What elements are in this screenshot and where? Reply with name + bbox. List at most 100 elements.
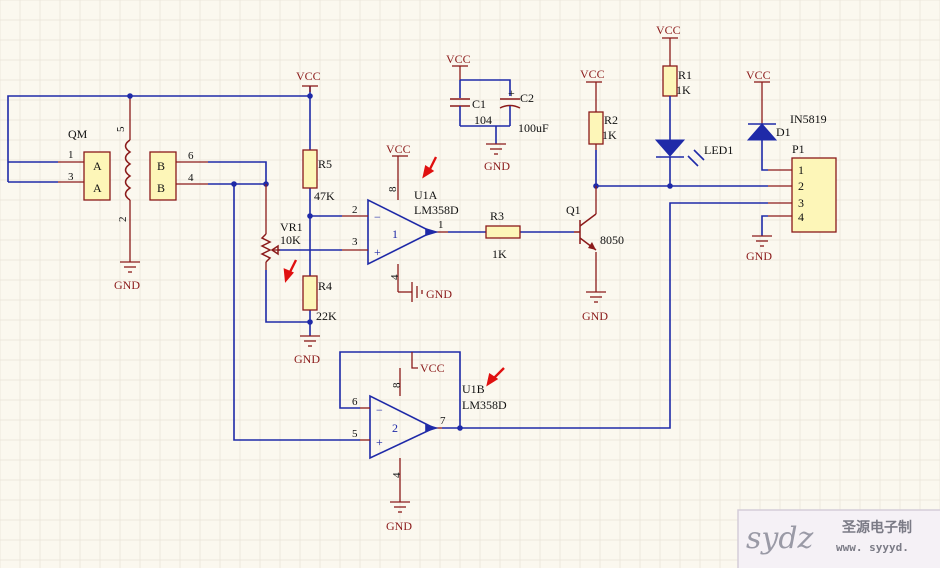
led1-label: LED1 [704,143,733,157]
vcc-r2: VCC [580,67,605,83]
gnd-u1a: GND [397,272,452,302]
svg-text:VCC: VCC [386,142,411,156]
r3-resistor: R3 1K [485,209,521,261]
gnd-c: GND [484,143,510,173]
vcc-c1: VCC [446,52,471,67]
svg-text:GND: GND [294,352,320,366]
svg-text:4: 4 [798,210,804,224]
qm-coil-pin5: 5 [115,126,127,132]
gnd-qm: GND [114,261,140,292]
qm-pin-a2: A [93,181,102,195]
svg-text:4: 4 [389,274,401,280]
watermark-logo: sydz [746,521,814,556]
r3-value: 1K [492,247,507,261]
d1-diode: D1 IN5819 [746,82,827,141]
svg-text:VCC: VCC [446,52,471,66]
u1a-label: U1A [414,188,438,202]
q1-label: Q1 [566,203,581,217]
wires [7,86,768,441]
vr1-label: VR1 [280,220,303,234]
qm-part: QM A A 1 3 5 2 [58,98,132,262]
vcc-r1: VCC [656,23,681,39]
svg-text:2: 2 [798,179,804,193]
vr1-value: 10K [280,233,301,247]
qm-coil [124,139,132,201]
svg-text:7: 7 [440,415,446,427]
r1-label: R1 [678,68,692,82]
svg-text:1: 1 [392,227,398,241]
r2-value: 1K [602,128,617,142]
svg-text:GND: GND [386,519,412,533]
svg-text:−: − [374,210,381,224]
d1-value: IN5819 [790,112,827,126]
junctions [127,93,673,431]
u1a-opamp: − + 1 2 3 1 8 4 U1A LM358D [342,156,459,280]
svg-text:4: 4 [391,472,403,478]
qm-pin-a1: A [93,159,102,173]
svg-text:GND: GND [582,309,608,323]
r3-label: R3 [490,209,504,223]
svg-text:VCC: VCC [656,23,681,37]
u1b-part: LM358D [462,398,507,412]
u1a-part: LM358D [414,203,459,217]
svg-text:GND: GND [484,159,510,173]
gnd-p1: GND [746,235,772,263]
svg-text:+: + [376,435,383,449]
svg-text:GND: GND [114,278,140,292]
svg-text:1: 1 [438,219,444,231]
svg-text:8: 8 [391,382,403,388]
r2-resistor: R2 1K [588,82,618,150]
watermark: sydz 圣源电子制 www. syyyd. [737,509,940,568]
r4-resistor: R4 22K [302,275,337,323]
connector-b-body [149,151,177,201]
u1b-opamp: − + 2 6 5 7 8 4 VCC U1B LM358D [352,352,507,478]
r5-value: 47K [314,189,335,203]
qm-connector-body [83,151,111,201]
connector-b-pin4-num: 4 [188,172,194,184]
c2-label: C2 [520,91,534,105]
svg-text:2: 2 [392,421,398,435]
p1-label: P1 [792,142,805,156]
svg-text:VCC: VCC [296,69,321,83]
u1b-label: U1B [462,382,485,396]
r4-label: R4 [318,279,332,293]
svg-text:3: 3 [798,196,804,210]
gnd-r4: GND [294,335,320,366]
svg-text:2: 2 [352,204,358,216]
r4-value: 22K [316,309,337,323]
q1-value: 8050 [600,233,624,247]
c2-value: 100uF [518,121,549,135]
vcc-d1: VCC [746,68,771,83]
vr1-potentiometer: VR1 10K [260,184,303,270]
watermark-url: www. syyyd. [836,541,909,554]
q1-transistor: Q1 8050 [566,186,624,251]
annotation-arrows [283,156,505,387]
svg-text:VCC: VCC [746,68,771,82]
p1-connector: 1 2 3 4 P1 [768,142,837,233]
svg-text:3: 3 [352,236,358,248]
vcc-r5: VCC [296,69,321,92]
svg-text:+: + [374,245,381,259]
arrow-u1a [422,156,438,179]
vcc-symbols: VCC VCC VCC VCC VCC VCC [296,23,771,157]
r2-label: R2 [604,113,618,127]
connector-b-pin-b2: B [157,181,165,195]
c1-label: C1 [472,97,486,111]
connector-b: B B 6 4 [149,150,208,201]
vcc-u1a: VCC [386,142,411,157]
watermark-name: 圣源电子制 [841,519,912,536]
svg-text:1: 1 [798,163,804,177]
connector-b-pin6-num: 6 [188,150,194,162]
qm-coil-pin2: 2 [117,217,129,223]
r5-resistor: R5 47K [302,149,335,203]
arrow-u1b [486,367,505,387]
svg-text:VCC: VCC [580,67,605,81]
c1-value: 104 [474,113,492,127]
svg-text:GND: GND [746,249,772,263]
svg-text:GND: GND [426,287,452,301]
gnd-symbols: GND GND GND GND GND GND GND [114,143,772,533]
qm-label: QM [68,127,88,141]
svg-text:6: 6 [352,396,358,408]
